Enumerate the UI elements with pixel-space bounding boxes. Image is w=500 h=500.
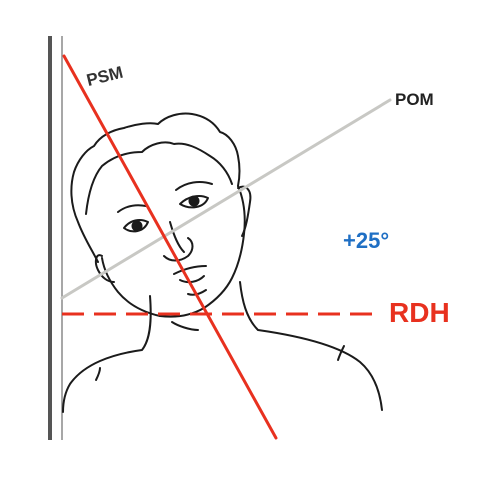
pom-label: POM (395, 90, 434, 109)
wall-board (48, 36, 63, 440)
head-outline (70, 112, 252, 318)
neck-shoulders-outline (62, 281, 383, 413)
rdh-label: RDH (389, 297, 450, 328)
angle-label: +25° (343, 228, 390, 253)
psm-line (62, 54, 278, 440)
pom-line (60, 98, 392, 300)
